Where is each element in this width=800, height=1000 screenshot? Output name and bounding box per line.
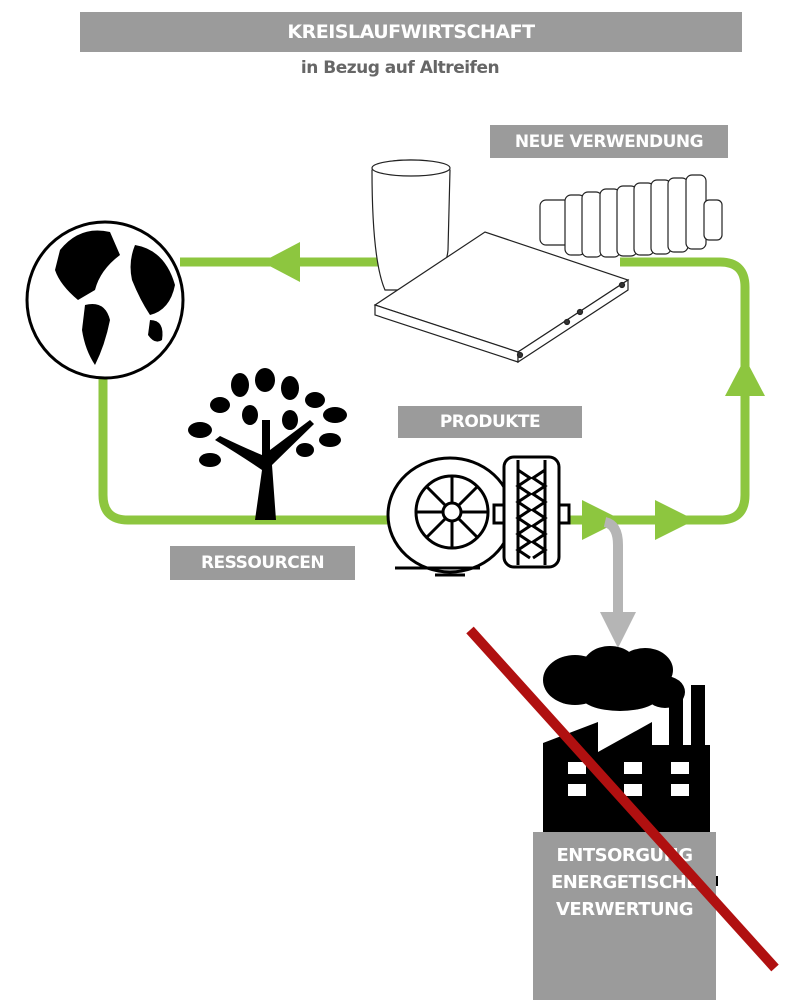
arrow-left <box>262 242 300 282</box>
label-resources: RESSOURCEN <box>170 546 355 580</box>
globe-icon <box>25 220 185 380</box>
page-title: KREISLAUFWIRTSCHAFT <box>80 12 742 52</box>
rubber-mat-icon <box>373 231 630 364</box>
new-use-products-icon <box>371 159 723 364</box>
tree-icon <box>188 368 347 520</box>
arrow-right-2 <box>655 500 695 540</box>
label-disposal-line-1: ENTSORGUNG <box>556 845 694 866</box>
tire-icon <box>386 455 571 577</box>
cycle-arrows <box>262 242 765 540</box>
label-disposal-line-2: ENERGETISCHE <box>550 872 699 893</box>
disposal-arrow <box>600 517 636 648</box>
label-disposal: ENTSORGUNG ENERGETISCHE VERWERTUNG <box>533 832 716 1000</box>
smoke-cloud-icon <box>543 646 685 711</box>
page-subtitle: in Bezug auf Altreifen <box>300 58 500 78</box>
label-new-use: NEUE VERWENDUNG <box>490 125 728 158</box>
palisade-icon <box>539 174 723 258</box>
label-products: PRODUKTE <box>398 406 582 438</box>
arrow-up <box>725 358 765 396</box>
arrow-right-1 <box>582 500 622 540</box>
label-disposal-line-3: VERWERTUNG <box>555 899 694 920</box>
